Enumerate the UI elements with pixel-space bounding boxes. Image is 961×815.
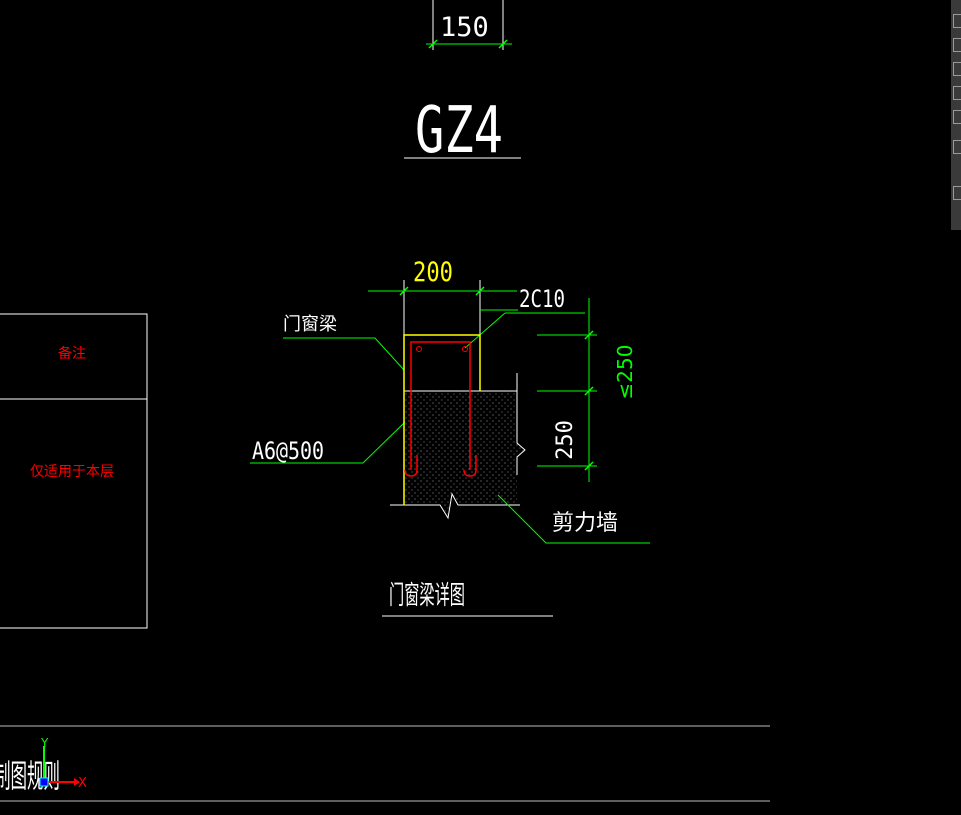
- stirrup-label: A6@500: [252, 437, 324, 465]
- toolbar-button-2[interactable]: [953, 38, 961, 52]
- bottom-text: 制图规则: [0, 757, 60, 795]
- lintel-label: 门窗梁: [283, 314, 337, 335]
- ucs-icon[interactable]: Y X: [39, 736, 87, 791]
- toolbar-button-7[interactable]: [953, 186, 961, 200]
- width-dimension: 200: [368, 257, 517, 335]
- top-dimension: 150: [426, 0, 512, 50]
- height-max-label: ≤250: [613, 345, 637, 400]
- rebar-stirrup: [404, 341, 477, 477]
- lintel-leader: [283, 337, 405, 371]
- width-dimension-text: 200: [413, 257, 453, 288]
- toolbar-button-3[interactable]: [953, 62, 961, 76]
- shear-wall-hatch: [404, 391, 525, 515]
- toolbar-button-6[interactable]: [953, 140, 961, 154]
- shear-wall-label: 剪力墙: [552, 511, 618, 536]
- notes-table: 备注 仅适用于本层: [0, 313, 148, 629]
- rebar-label: 2C10: [519, 285, 565, 313]
- remarks-label: 备注: [58, 345, 86, 362]
- note-text: 仅适用于本层: [30, 464, 114, 480]
- rebar-leader-b: [464, 312, 506, 349]
- detail-title: 门窗梁详图: [389, 581, 465, 611]
- toolbar-button-1[interactable]: [953, 14, 961, 28]
- ucs-y-label: Y: [40, 736, 49, 750]
- lintel-outline: [403, 334, 481, 505]
- stirrup-leader: [250, 421, 406, 464]
- top-dimension-text: 150: [440, 12, 489, 43]
- height-dimension-text: 250: [553, 420, 578, 460]
- section-title: GZ4: [415, 94, 503, 168]
- wall-break-bottom: [390, 492, 520, 520]
- wall-break-right: [516, 373, 526, 475]
- ucs-x-label: X: [78, 776, 87, 791]
- toolbar-button-5[interactable]: [953, 110, 961, 124]
- right-toolbar-strip: [951, 0, 961, 230]
- toolbar-button-4[interactable]: [953, 86, 961, 100]
- shear-wall-leader: [497, 494, 650, 544]
- height-dimensions: ≤250 250: [537, 298, 637, 482]
